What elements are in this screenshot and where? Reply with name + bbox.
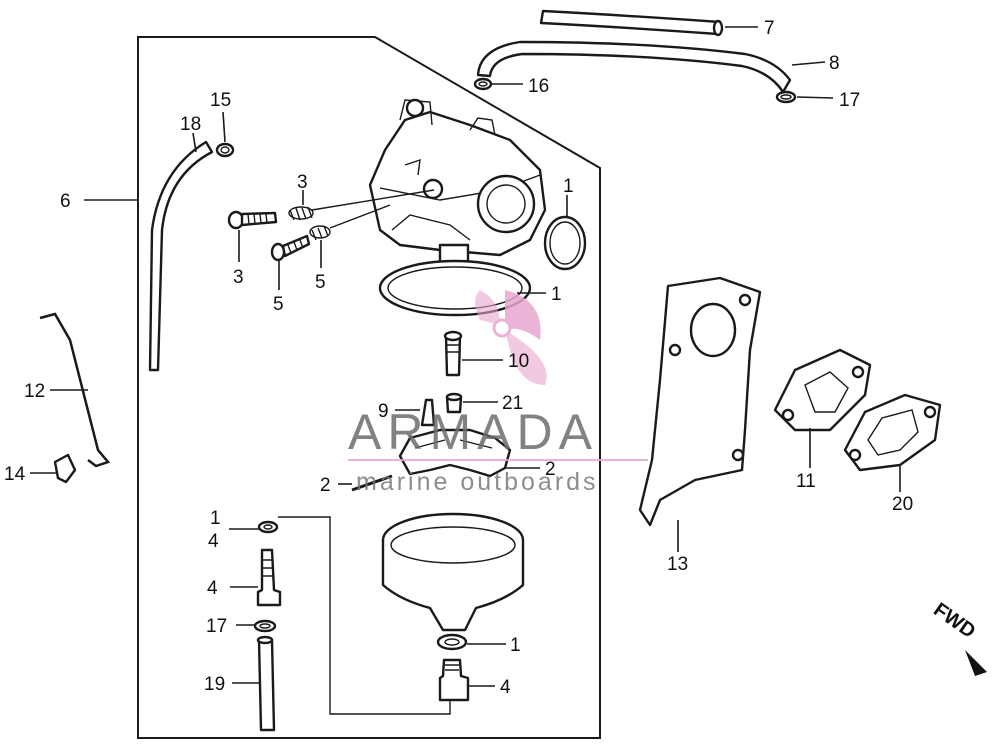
callout-4-upper: 4	[208, 531, 219, 552]
callout-1-left: 1	[210, 508, 221, 529]
callout-1-bottom: 1	[510, 635, 521, 656]
callout-17-right: 17	[839, 90, 860, 111]
callout-1-gasket: 1	[551, 284, 562, 305]
clip-15	[53, 453, 77, 484]
pilot-screw-3	[227, 210, 278, 230]
armada-logo-mark	[475, 290, 547, 385]
hose-clip-17-top	[473, 77, 493, 91]
drain-route-bracket	[278, 516, 451, 715]
leader-lines	[30, 26, 901, 687]
callout-1-oring: 1	[563, 176, 574, 197]
callout-10: 11	[796, 471, 816, 492]
callout-21: 21	[502, 393, 523, 414]
callout-13: 12	[24, 381, 45, 402]
bowl-bolt-4	[438, 658, 470, 702]
float-valve-8	[420, 398, 436, 427]
spring-5	[309, 225, 331, 241]
screw-3-guide	[311, 189, 435, 211]
main-nozzle-9	[443, 330, 463, 377]
callout-7: 8	[829, 53, 840, 74]
callout-2-pin: 2	[320, 475, 331, 496]
callout-8: 9	[378, 401, 389, 422]
main-jet-21	[445, 392, 463, 414]
washer-1-bottom	[436, 633, 468, 651]
callout-3-top: 3	[297, 172, 308, 193]
breather-tube-7	[476, 40, 792, 94]
link-rod-13	[39, 312, 111, 468]
intake-oring-1	[543, 215, 587, 271]
screw-5-guide	[329, 204, 391, 229]
callout-17-top: 16	[528, 76, 549, 97]
callout-5-left: 5	[273, 294, 284, 315]
overflow-tube-14	[539, 9, 724, 37]
callout-12: 13	[667, 554, 688, 575]
fuel-tube-19	[148, 140, 214, 372]
insulator-plate-12	[638, 276, 762, 527]
watermark-tagline: marine outboards	[356, 468, 599, 496]
spring-3	[288, 206, 314, 221]
callout-18: 17	[206, 616, 227, 637]
float-chamber-bowl	[381, 512, 525, 632]
callout-5-right: 5	[315, 272, 326, 293]
float-pin-2	[351, 474, 393, 492]
drain-tube-20	[256, 635, 276, 732]
fwd-label: FWD	[929, 599, 979, 643]
watermark-brand: ARMADA	[348, 404, 598, 460]
callout-14: 7	[764, 18, 775, 39]
gasket-11	[843, 393, 942, 472]
callout-3-bottom: 3	[233, 267, 244, 288]
assembly-outline	[137, 36, 601, 739]
callout-4-bottom: 4	[500, 677, 511, 698]
callout-15: 14	[4, 464, 26, 485]
throttle-screw-5	[270, 234, 311, 262]
tube-clip-16	[215, 142, 235, 158]
callout-16: 15	[210, 90, 231, 111]
callout-11: 20	[892, 494, 913, 515]
clip-18	[253, 619, 277, 633]
callout-2-float: 2	[545, 459, 556, 480]
fwd-arrow: FWD	[929, 599, 987, 676]
drain-screw-4	[256, 548, 282, 607]
gasket-10	[773, 348, 872, 432]
callout-4-middle: 4	[207, 578, 218, 599]
callout-9: 10	[508, 351, 529, 372]
callout-20: 19	[204, 674, 225, 695]
callout-6-label: 6	[60, 191, 71, 212]
hose-clip-17-right	[775, 90, 797, 104]
callout-19: 18	[180, 114, 201, 135]
washer-1-left	[257, 520, 279, 534]
